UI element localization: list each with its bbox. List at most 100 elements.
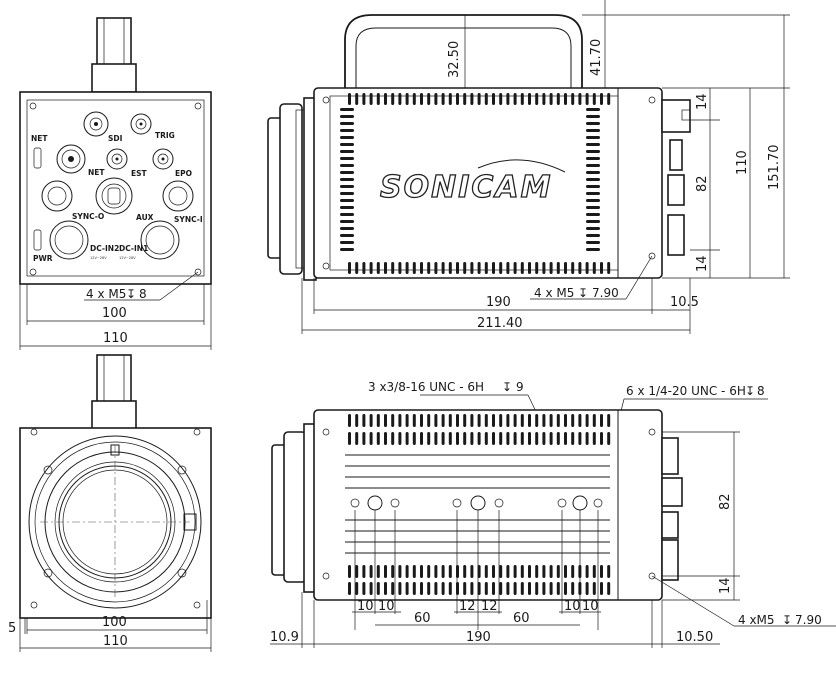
vent-slot [376, 565, 380, 578]
vent-slot [420, 93, 423, 105]
vent-slot [340, 122, 354, 125]
vent-slot [600, 262, 603, 274]
lens-view: 100 5 110 [8, 354, 212, 652]
vent-slot [499, 432, 503, 445]
side-body [313, 87, 663, 279]
vent-slot [348, 93, 351, 105]
vent-slot [492, 432, 495, 445]
vent-slot [578, 93, 582, 105]
vent-slot [542, 432, 546, 445]
front-dim-110: 110 [103, 331, 128, 346]
vent-slot [362, 262, 366, 274]
note-small-holes: 6 x 1/4-20 UNC - 6H [626, 384, 746, 398]
vent-slot [369, 93, 373, 105]
vent-slot [506, 565, 510, 578]
vent-slot [463, 582, 467, 595]
vent-slot [340, 108, 354, 111]
bottom-dim-10c: 10 [564, 599, 581, 614]
vent-slot [506, 414, 510, 427]
vent-slot [456, 93, 459, 105]
lens-dim-100: 100 [102, 615, 127, 630]
vent-slot [463, 432, 467, 445]
vent-slot [376, 582, 380, 595]
vent-slot [412, 432, 416, 445]
vent-slot [470, 565, 474, 578]
vent-slot [528, 582, 531, 595]
vent-slot [391, 582, 395, 595]
vent-slot [434, 582, 438, 595]
vent-slot [607, 414, 611, 427]
mount-holes [350, 495, 603, 511]
vent-slot [600, 414, 603, 427]
vent-slot [405, 582, 409, 595]
vent-slot [427, 565, 431, 578]
side-dim-32-50: 32.50 [447, 41, 462, 78]
vent-slot [340, 248, 354, 251]
vent-slot [513, 432, 517, 445]
label-net2: NET [88, 168, 105, 177]
vent-slot [340, 206, 354, 209]
bottom-dim-10d: 10 [582, 599, 599, 614]
vent-slot [586, 192, 600, 195]
vent-slot [564, 262, 567, 274]
vent-slot [520, 262, 524, 274]
vent-slot [348, 262, 351, 274]
vent-slot [441, 262, 445, 274]
vent-slot [420, 432, 423, 445]
vent-slot [513, 582, 517, 595]
vent-slot [586, 248, 600, 251]
vent-slot [586, 157, 600, 160]
vent-slot [391, 93, 395, 105]
vent-slot [586, 108, 600, 111]
vent-slot [477, 93, 481, 105]
bottom-rails [345, 454, 610, 554]
label-trig: TRIG [155, 131, 175, 140]
vent-slot [355, 432, 359, 445]
vent-slot [484, 582, 488, 595]
vent-slot [499, 262, 503, 274]
vent-slot [384, 565, 387, 578]
vent-slot [384, 414, 387, 427]
vent-slot [506, 582, 510, 595]
vent-slot [607, 93, 611, 105]
vent-slot [549, 582, 553, 595]
lens-body [19, 427, 212, 619]
vent-slot [528, 432, 531, 445]
bottom-hole-note: 4 xM5 [738, 613, 775, 627]
vent-slot [391, 414, 395, 427]
side-dim-41-70: 41.70 [589, 39, 604, 76]
side-dim-190: 190 [486, 295, 511, 310]
vent-slot [448, 414, 452, 427]
vent-slot [398, 582, 402, 595]
vent-slot [556, 93, 560, 105]
vent-slot [549, 414, 553, 427]
vent-slot [564, 414, 567, 427]
vent-slot [492, 93, 495, 105]
vent-slot [434, 262, 438, 274]
vent-slot [384, 582, 387, 595]
handle-base [91, 63, 137, 93]
vent-slot [499, 565, 503, 578]
vent-slot [592, 565, 596, 578]
vent-slot [586, 241, 600, 244]
vent-slot [369, 262, 373, 274]
vent-slot [355, 262, 359, 274]
vent-slot [600, 565, 603, 578]
vent-slot [600, 582, 603, 595]
vent-slot [340, 171, 354, 174]
vent-slot [600, 432, 603, 445]
note-small-depth-symbol: ↧ [745, 384, 755, 398]
front-hole-depth: 8 [139, 287, 147, 301]
vent-slot [484, 93, 488, 105]
vent-slot [578, 432, 582, 445]
vent-slot [456, 565, 459, 578]
note-large-holes: 3 x3/8-16 UNC - 6H [368, 380, 484, 394]
vent-slot [578, 262, 582, 274]
note-large-depth-symbol: ↧ [502, 380, 512, 394]
vent-slot [556, 565, 560, 578]
vent-slot [412, 262, 416, 274]
vent-slot [420, 262, 423, 274]
vent-slot [528, 414, 531, 427]
vent-slot [556, 262, 560, 274]
